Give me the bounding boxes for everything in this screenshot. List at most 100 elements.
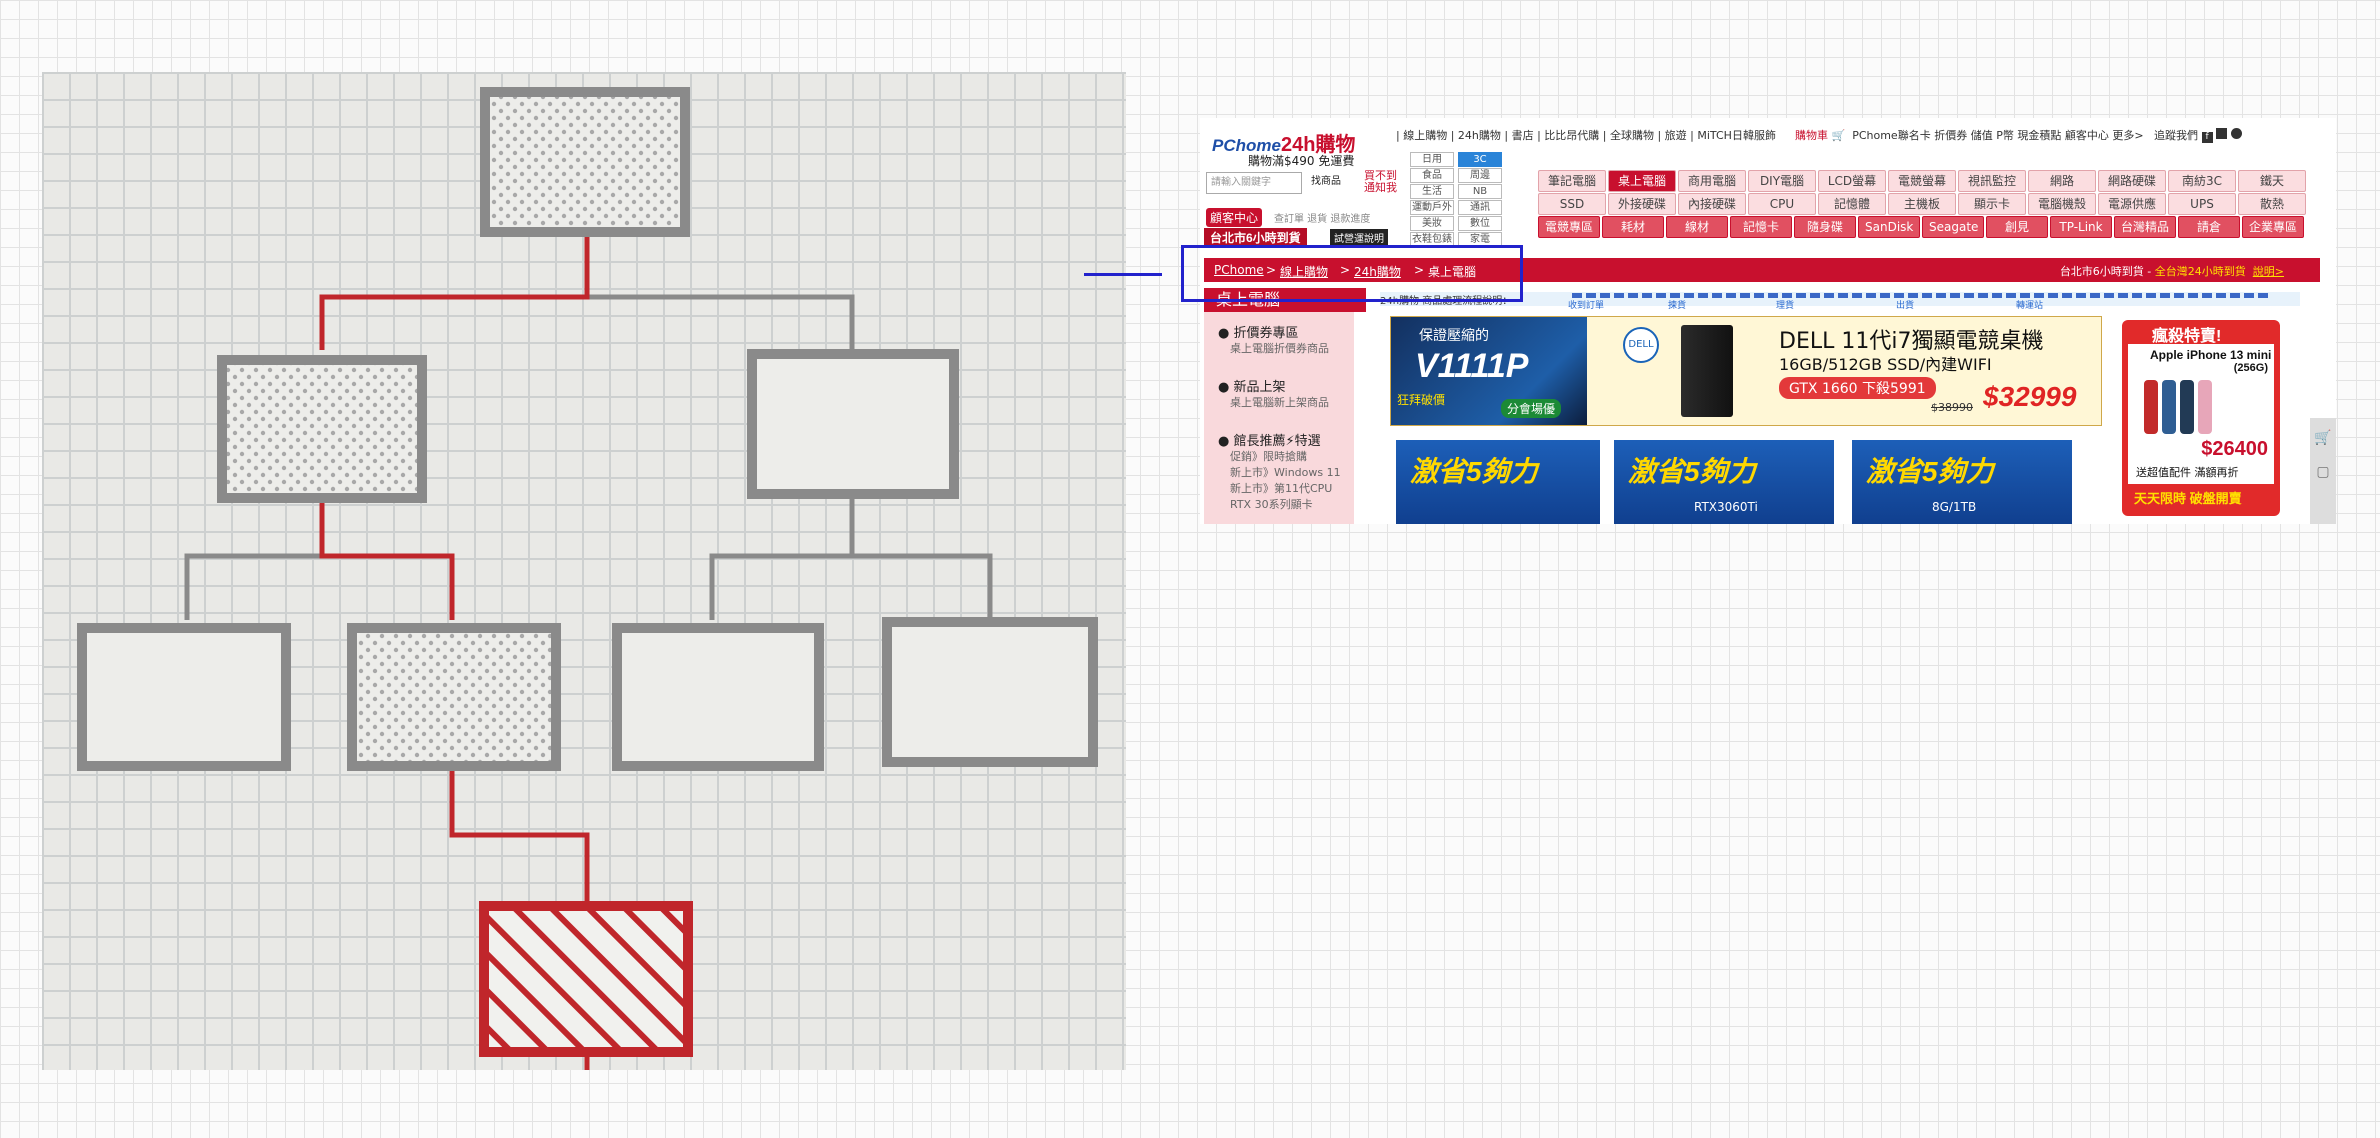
menu-item[interactable]: 記憶體 xyxy=(1818,193,1886,215)
facebook-icon[interactable]: f xyxy=(2201,132,2213,143)
top-nav[interactable]: | 線上購物 | 24h購物 | 書店 | 比比昂代購 | 全球購物 | 旅遊 … xyxy=(1396,129,1776,142)
menu-item[interactable]: 內接硬碟 xyxy=(1678,193,1746,215)
cart-icon[interactable]: 🛒 xyxy=(1831,129,1846,142)
category-tab-right[interactable]: 數位 xyxy=(1458,216,1502,231)
category-tab-right[interactable]: NB xyxy=(1458,184,1502,199)
side-item-coupons[interactable]: ● 折價券專區 xyxy=(1218,326,1299,341)
root-box xyxy=(480,87,690,237)
notify-link[interactable]: 買不到通知我 xyxy=(1364,169,1397,194)
menu-item[interactable]: 散熱 xyxy=(2238,193,2306,215)
menu-item[interactable]: 網路硬碟 xyxy=(2098,170,2166,192)
breadcrumb-online[interactable]: 線上購物 xyxy=(1280,265,1329,279)
side-sub[interactable]: 桌上電腦折價券商品 xyxy=(1230,342,1329,355)
menu-item[interactable]: TP-Link xyxy=(2050,216,2112,238)
menu-item[interactable]: 南紡3C xyxy=(2168,170,2236,192)
menu-item[interactable]: 主機板 xyxy=(1888,193,1956,215)
trial-explain-link[interactable]: 試營運說明 xyxy=(1330,229,1388,246)
category-tab-right[interactable]: 通訊 xyxy=(1458,200,1502,215)
menu-item[interactable]: SanDisk xyxy=(1858,216,1920,238)
city-fast-delivery-badge[interactable]: 台北市6小時到貨 xyxy=(1204,228,1307,247)
process-stage: 收到訂單 xyxy=(1568,301,1605,311)
side-sub[interactable]: 桌上電腦新上架商品 xyxy=(1230,396,1329,409)
process-stage: 揀貨 xyxy=(1668,301,1687,311)
search-button[interactable]: 找商品 xyxy=(1311,176,1341,187)
process-stage: 轉運站 xyxy=(2016,301,2044,311)
menu-item[interactable]: 電競螢幕 xyxy=(1888,170,1956,192)
menu-item[interactable]: SSD xyxy=(1538,193,1606,215)
side-item-new[interactable]: ● 新品上架 xyxy=(1218,380,1286,395)
banner-price: $32999 xyxy=(1983,381,2077,412)
floating-side-tools[interactable]: 🛒 ▢ xyxy=(2310,418,2336,524)
menu-item[interactable]: Seagate xyxy=(1922,216,1984,238)
promo-tile-1[interactable]: 激省5夠力 xyxy=(1396,440,1600,524)
breadcrumb-pchome[interactable]: PChome xyxy=(1214,263,1264,277)
category-tab-left[interactable]: 生活 xyxy=(1410,184,1454,199)
banner-gpu: GTX 1660 下殺5991 xyxy=(1779,377,1936,399)
menu-item[interactable]: UPS xyxy=(2168,193,2236,215)
v1111p-promo[interactable]: 保證壓縮的 V1111P 狂拜破價 分會場優 xyxy=(1391,317,1587,425)
menu-item[interactable]: 電競專區 xyxy=(1538,216,1600,238)
category-tab-left[interactable]: 日用 xyxy=(1410,152,1454,167)
cart-link[interactable]: 購物車 xyxy=(1795,129,1828,142)
menu-item[interactable]: 耗材 xyxy=(1602,216,1664,238)
side-item-recommend[interactable]: ● 館長推薦⚡特選 xyxy=(1218,434,1321,449)
menu-item[interactable]: 創見 xyxy=(1986,216,2048,238)
menu-item[interactable]: 桌上電腦 xyxy=(1608,170,1676,192)
dell-banner[interactable]: 保證壓縮的 V1111P 狂拜破價 分會場優 DELL DELL 11代i7獨顯… xyxy=(1390,316,2102,426)
menu-item[interactable]: 企業專區 xyxy=(2242,216,2304,238)
side-sub[interactable]: 促銷》限時搶購 xyxy=(1230,450,1307,463)
menu-item[interactable]: 隨身碟 xyxy=(1794,216,1856,238)
menu-item[interactable]: CPU xyxy=(1748,193,1816,215)
search-input[interactable]: 請輸入關鍵字 xyxy=(1206,172,1302,194)
menu-item[interactable]: 商用電腦 xyxy=(1678,170,1746,192)
process-progress-bar xyxy=(1572,293,2272,298)
process-stage: 出貨 xyxy=(1896,301,1915,311)
menu-item[interactable]: 台灣精品 xyxy=(2114,216,2176,238)
shop-logo[interactable]: PChome24h購物 xyxy=(1212,134,1356,156)
level2-box-3 xyxy=(612,623,824,771)
menu-item[interactable]: 線材 xyxy=(1666,216,1728,238)
category-tab-right[interactable]: 3C xyxy=(1458,152,1502,167)
iphone-ad[interactable]: 瘋殺特賣! Apple iPhone 13 mini (256G) $26400… xyxy=(2122,320,2280,516)
new-icon[interactable]: ▢ xyxy=(2316,464,2330,480)
ad-product-name: Apple iPhone 13 mini xyxy=(2150,348,2272,362)
side-sub[interactable]: 新上市》第11代CPU xyxy=(1230,482,1333,495)
breadcrumb-24h[interactable]: 24h購物 xyxy=(1354,265,1401,279)
account-links[interactable]: PChome聯名卡 折價券 儲值 P幣 現金積點 顧客中心 更多> xyxy=(1852,129,2144,142)
dell-logo: DELL xyxy=(1623,327,1659,363)
menu-item[interactable]: 筆記電腦 xyxy=(1538,170,1606,192)
menu-item[interactable]: 鐵天 xyxy=(2238,170,2306,192)
menu-item[interactable]: LCD螢幕 xyxy=(1818,170,1886,192)
delivery-note: 台北市6小時到貨 - 全台灣24小時到貨 說明> xyxy=(2059,265,2284,278)
cart-icon[interactable]: 🛒 xyxy=(2314,430,2332,446)
service-links[interactable]: 查訂單 退貨 退款進度 xyxy=(1274,214,1371,225)
desktop-tower-image xyxy=(1681,325,1733,417)
top-right-nav[interactable]: 購物車 🛒 PChome聯名卡 折價券 儲值 P幣 現金積點 顧客中心 更多> … xyxy=(1795,127,2242,143)
delivery-explain-link[interactable]: 說明> xyxy=(2252,265,2284,278)
side-sub[interactable]: 新上市》Windows 11 xyxy=(1230,466,1341,479)
menu-item[interactable]: 網路 xyxy=(2028,170,2096,192)
menu-item[interactable]: 記憶卡 xyxy=(1730,216,1792,238)
category-tab-left[interactable]: 美妝 xyxy=(1410,216,1454,231)
menu-item[interactable]: 顯示卡 xyxy=(1958,193,2026,215)
category-tab-left[interactable]: 食品 xyxy=(1410,168,1454,183)
menu-item[interactable]: 視訊監控 xyxy=(1958,170,2026,192)
menu-item[interactable]: 外接硬碟 / SSD xyxy=(1608,193,1676,215)
service-center-button[interactable]: 顧客中心 xyxy=(1206,208,1263,227)
instagram-icon[interactable] xyxy=(2216,128,2228,139)
menu-item[interactable]: 電腦機殼 xyxy=(2028,193,2096,215)
menu-item[interactable]: DIY電腦 xyxy=(1748,170,1816,192)
menu-item[interactable]: 電源供應器 xyxy=(2098,193,2166,215)
level2-box-2 xyxy=(347,623,561,771)
banner-old-price: $38990 xyxy=(1931,401,1973,414)
line-icon[interactable] xyxy=(2230,128,2242,139)
ad-gift: 送超值配件 滿額再折 xyxy=(2136,466,2239,479)
side-sub[interactable]: RTX 30系列顯卡 xyxy=(1230,498,1313,511)
menu-item[interactable]: 請倉 xyxy=(2178,216,2240,238)
category-tab-right[interactable]: 周邊 xyxy=(1458,168,1502,183)
category-tab-left[interactable]: 運動戶外 xyxy=(1410,200,1454,215)
banner-spec: 16GB/512GB SSD/內建WIFI xyxy=(1779,355,1992,374)
free-shipping-text: 購物滿$490 免運費 xyxy=(1248,154,1355,168)
